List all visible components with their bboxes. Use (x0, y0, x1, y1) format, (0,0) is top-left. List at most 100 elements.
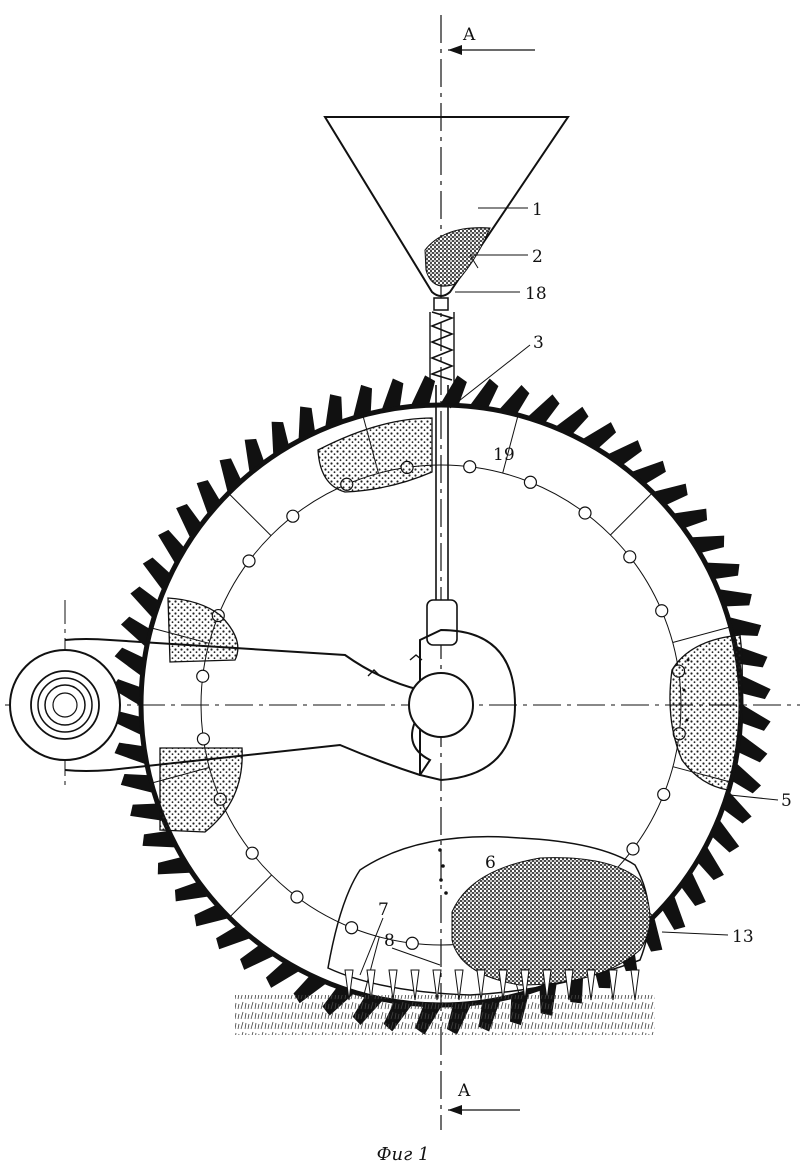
chamber-partition (229, 494, 272, 536)
wheel-tooth (662, 896, 686, 930)
wheel-tooth (216, 926, 250, 950)
wheel-tooth (142, 557, 170, 590)
hopper (323, 116, 570, 297)
wheel-tooth (441, 375, 467, 404)
wheel-tooth (707, 562, 740, 579)
wheel-tooth (244, 438, 264, 472)
wheel-tooth (528, 394, 560, 422)
wheel-tooth (353, 384, 373, 417)
ground-spike (564, 969, 574, 1001)
track-roller (290, 890, 304, 904)
track-roller (657, 787, 671, 802)
wheel-tooth (325, 394, 343, 426)
wheel-tooth (174, 882, 208, 902)
track-roller (344, 921, 359, 935)
hub-cam (367, 628, 517, 782)
wheel-tooth (114, 742, 145, 764)
ground-spike (520, 969, 530, 1001)
wheel-tooth (739, 734, 768, 763)
wheel-tooth (111, 679, 140, 705)
figure-caption: Фиг 1 (377, 1144, 430, 1165)
track-roller (523, 475, 538, 489)
wheel-tooth (692, 535, 725, 553)
wheel-tooth (142, 831, 175, 848)
ground-spike (388, 969, 398, 1001)
track-roller (578, 506, 592, 520)
wheel-tooth (382, 378, 404, 409)
svg-text:6: 6 (485, 853, 496, 873)
wheel-tooth (654, 483, 688, 505)
callout-3: 3 (449, 333, 544, 409)
wheel-tooth (712, 820, 740, 853)
track-roller (623, 550, 637, 564)
chamber-partition (610, 493, 652, 536)
screw-conveyor (429, 311, 455, 381)
chamber-partition (672, 626, 729, 643)
ground-spike (476, 969, 486, 1001)
ground-spike (630, 969, 640, 1001)
callout-6: 6 (485, 853, 496, 873)
section-mark-bottom: A (448, 1081, 520, 1115)
track-roller (242, 554, 256, 568)
ground-spike (454, 969, 464, 1001)
wheel-tooth (265, 962, 299, 988)
callout-19: 19 (493, 445, 515, 465)
ground-spike (608, 969, 618, 1001)
ground (235, 995, 655, 1035)
chamber-right (669, 634, 743, 791)
wheel-tooth (470, 378, 499, 407)
chamber-partition (363, 936, 380, 994)
wheel-tooth (742, 705, 771, 731)
svg-text:13: 13 (732, 927, 754, 947)
svg-text:3: 3 (533, 333, 544, 353)
svg-text:A: A (457, 1081, 471, 1101)
wheel-tooth (219, 458, 241, 492)
wheel-tooth (720, 589, 752, 607)
callout-13: 13 (661, 927, 754, 947)
wheel-tooth (130, 803, 162, 821)
ground-spike (344, 969, 354, 1001)
chamber-partition (502, 416, 519, 474)
track-roller (626, 842, 640, 856)
ground-spike (498, 969, 508, 1001)
callout-2: 2 (469, 247, 543, 269)
track-roller (286, 509, 300, 523)
wheel-tooth (120, 773, 153, 793)
wheel-tooth (196, 480, 220, 514)
callout-18: 18 (455, 284, 547, 304)
wheel-tooth (698, 847, 724, 881)
feed-tube (426, 297, 458, 646)
wheel-tooth (411, 375, 436, 405)
wheel-tooth (729, 617, 762, 637)
wheel-tooth (157, 857, 190, 875)
wheel-tooth (608, 440, 642, 465)
ground-spike (542, 969, 552, 1001)
wheel-tooth (583, 422, 617, 448)
chamber-bottom (327, 835, 650, 996)
ground-spikes (344, 969, 640, 1001)
seed-mass (451, 857, 651, 986)
callout-8: 8 (384, 931, 441, 966)
wheel-tooth (298, 406, 315, 439)
chamber-left-lower (159, 747, 243, 833)
svg-text:1: 1 (532, 200, 543, 220)
track-roller (196, 669, 210, 683)
chamber-partition (230, 874, 272, 917)
svg-text:5: 5 (781, 791, 792, 811)
track-roller (196, 732, 211, 746)
svg-text:19: 19 (493, 445, 515, 465)
track-roller (463, 460, 477, 474)
ground-spike (366, 969, 376, 1001)
svg-text:7: 7 (378, 900, 389, 920)
wheel-tooth (733, 763, 762, 794)
wheel-tooth (674, 508, 708, 528)
seed-drops (438, 658, 690, 895)
wheel-tooth (632, 460, 666, 484)
wheel-tooth (194, 905, 228, 927)
wheel-tooth (158, 529, 184, 563)
ground-spike (586, 969, 596, 1001)
wheel-tooth (724, 792, 752, 824)
wheel-tooth (681, 872, 706, 906)
track-roller (405, 936, 419, 950)
